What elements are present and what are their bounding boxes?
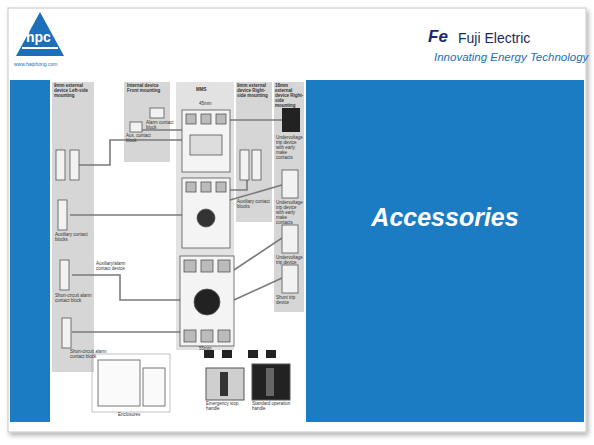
part-name: Short-circuit alarm contact block [70, 350, 108, 360]
website: www.haiphong.com [14, 62, 57, 68]
company-name: Fuji Electric [458, 31, 530, 46]
part-name: Auxiliary/alarm contact device [96, 262, 136, 272]
column-header: 9mm external device Left-side mounting [54, 84, 94, 99]
wire [70, 140, 182, 165]
side-device [58, 200, 67, 230]
mms-unit [180, 256, 234, 346]
wire [230, 119, 282, 121]
part-name: Auxiliary contact blocks [237, 200, 271, 210]
logo-text: hpc [26, 30, 51, 45]
enclosure [98, 360, 140, 406]
terminal [201, 182, 211, 192]
part-name: Undervoltage trip device with early make… [276, 136, 304, 161]
left-blue-bar [10, 80, 50, 422]
dimension: 55mm [199, 347, 212, 352]
part-name: Emergency stop handle [206, 402, 244, 412]
wire [234, 238, 282, 270]
part-name: Standard operation handle [252, 402, 292, 412]
terminal [186, 114, 196, 124]
emergency-stop-handle [206, 368, 244, 400]
terminal [216, 114, 226, 124]
side-device [282, 265, 298, 293]
part-name: Alarm contact block [146, 121, 174, 131]
column-band [274, 82, 304, 312]
column-header: 18mm external device Right-side mounting [275, 84, 304, 109]
hpc-logo-shape [16, 12, 64, 56]
part-name: Aux. contact block [126, 134, 152, 144]
side-device [70, 150, 79, 180]
terminal [201, 260, 213, 272]
rotary-knob [197, 209, 215, 227]
side-device [282, 108, 300, 132]
part-name: Undervoltage trip device with early make… [276, 201, 304, 226]
logo-mark: Fe [428, 28, 448, 47]
side-device [56, 150, 65, 180]
wire [70, 214, 182, 216]
terminal [184, 330, 196, 342]
column-header: Internal device Front mounting [127, 84, 169, 94]
enclosure [143, 368, 165, 406]
mms-unit [182, 110, 230, 172]
dimension: 45mm [199, 102, 212, 107]
wire [72, 331, 180, 333]
wire [230, 185, 282, 200]
handle-lever [266, 368, 274, 396]
handle-lever [220, 372, 228, 396]
terminal [218, 260, 230, 272]
side-device [60, 260, 69, 290]
rotary-knob [194, 289, 220, 315]
side-device [252, 150, 261, 180]
terminal [201, 330, 213, 342]
part-name: Undervoltage trip device [276, 256, 304, 266]
handle-shaft [204, 350, 276, 358]
terminal [186, 182, 196, 192]
mms-unit [182, 178, 230, 248]
slide-frame [8, 8, 586, 432]
slide-title: Accessories [306, 203, 584, 232]
front-device [130, 122, 142, 132]
side-device [62, 318, 71, 348]
column-band [52, 82, 94, 372]
right-blue-panel [306, 80, 584, 422]
side-device [240, 150, 249, 180]
part-name: Auxiliary contact blocks [55, 233, 93, 243]
side-device [282, 170, 298, 198]
tagline: Innovating Energy Technology [434, 51, 588, 64]
column-band [236, 82, 272, 222]
terminal [184, 260, 196, 272]
column-band [176, 82, 234, 350]
terminal [218, 330, 230, 342]
enclosure-frame [92, 354, 170, 412]
column-header: MMS [196, 88, 207, 93]
part-name: Enclosures [118, 413, 140, 418]
mms-face [190, 135, 222, 155]
front-device [150, 108, 164, 118]
wire [234, 278, 282, 300]
part-name: Short-circuit alarm contact block [55, 294, 93, 304]
diagram-panel [50, 80, 306, 422]
side-device [282, 225, 298, 253]
hpc-logo-stripe [22, 47, 58, 49]
column-header: 9mm external device Right-side mounting [237, 84, 271, 99]
standard-handle [252, 364, 290, 400]
part-name: Shunt trip device [276, 296, 304, 306]
terminal [216, 182, 226, 192]
terminal [201, 114, 211, 124]
